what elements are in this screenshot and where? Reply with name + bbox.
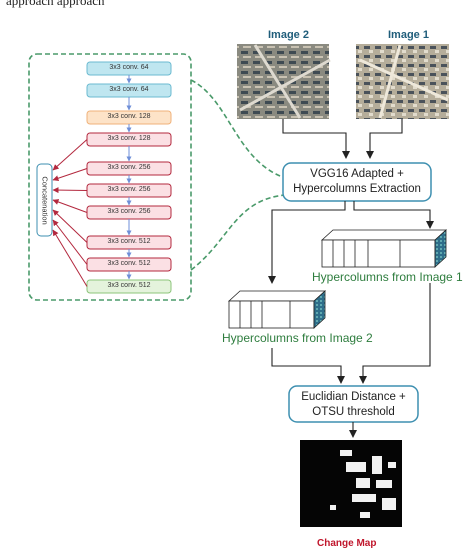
conv-layer-label: 3x3 conv. 256 xyxy=(107,186,151,193)
concat-arrow xyxy=(52,209,88,243)
vgg-box xyxy=(282,162,432,202)
distance-box-label: Euclidian Distance + OTSU threshold xyxy=(289,390,418,420)
conv-layer-label: 3x3 conv. 64 xyxy=(109,86,149,93)
vgg-box-label: VGG16 Adapted + Hypercolumns Extraction xyxy=(283,167,431,197)
header-fragment: approach approach xyxy=(6,0,105,8)
conv-layer-label: 3x3 conv. 256 xyxy=(107,164,151,171)
conv-layer-label: 3x3 conv. 512 xyxy=(107,238,151,245)
hypercolumns-image-2-label: Hypercolumns from Image 2 xyxy=(222,331,373,345)
change-map-image xyxy=(300,440,402,527)
zoom-line-bottom xyxy=(190,194,286,271)
image-1-photo xyxy=(356,44,449,119)
concatenation-box xyxy=(36,163,53,237)
distance-box-line-1: Euclidian Distance + xyxy=(301,391,406,403)
concatenation-label: Concatenation xyxy=(40,176,50,225)
concat-arrow xyxy=(52,168,88,182)
concat-arrow xyxy=(52,199,88,213)
concat-arrow xyxy=(52,187,88,194)
image-2-photo xyxy=(237,44,329,119)
hypercolumn-block-image-2 xyxy=(227,290,327,329)
zoom-line-top xyxy=(190,79,286,179)
conv-layer-stack xyxy=(86,61,172,294)
conv-layer-label: 3x3 conv. 128 xyxy=(107,135,151,142)
concat-arrow xyxy=(52,139,88,171)
vgg-box-line-1: VGG16 Adapted + xyxy=(310,168,404,180)
concat-arrows xyxy=(52,139,88,287)
conv-layer-label: 3x3 conv. 512 xyxy=(107,282,151,289)
conv-layer-label: 3x3 conv. 512 xyxy=(107,260,151,267)
hypercolumns-image-1-label: Hypercolumns from Image 1 xyxy=(312,270,463,284)
image-2-label: Image 2 xyxy=(268,29,309,41)
conv-layer-label: 3x3 conv. 64 xyxy=(109,64,149,71)
hypercolumn-block-image-1 xyxy=(320,229,448,268)
vgg-box-line-2: Hypercolumns Extraction xyxy=(293,183,421,195)
conv-layer-label: 3x3 conv. 128 xyxy=(107,113,151,120)
change-map-label: Change Map xyxy=(317,538,377,549)
concat-arrow xyxy=(52,219,88,265)
encoder-panel xyxy=(28,53,192,301)
image-1-label: Image 1 xyxy=(388,29,429,41)
conv-layer-label: 3x3 conv. 256 xyxy=(107,208,151,215)
distance-box-line-2: OTSU threshold xyxy=(312,406,395,418)
concat-arrow xyxy=(52,229,88,287)
